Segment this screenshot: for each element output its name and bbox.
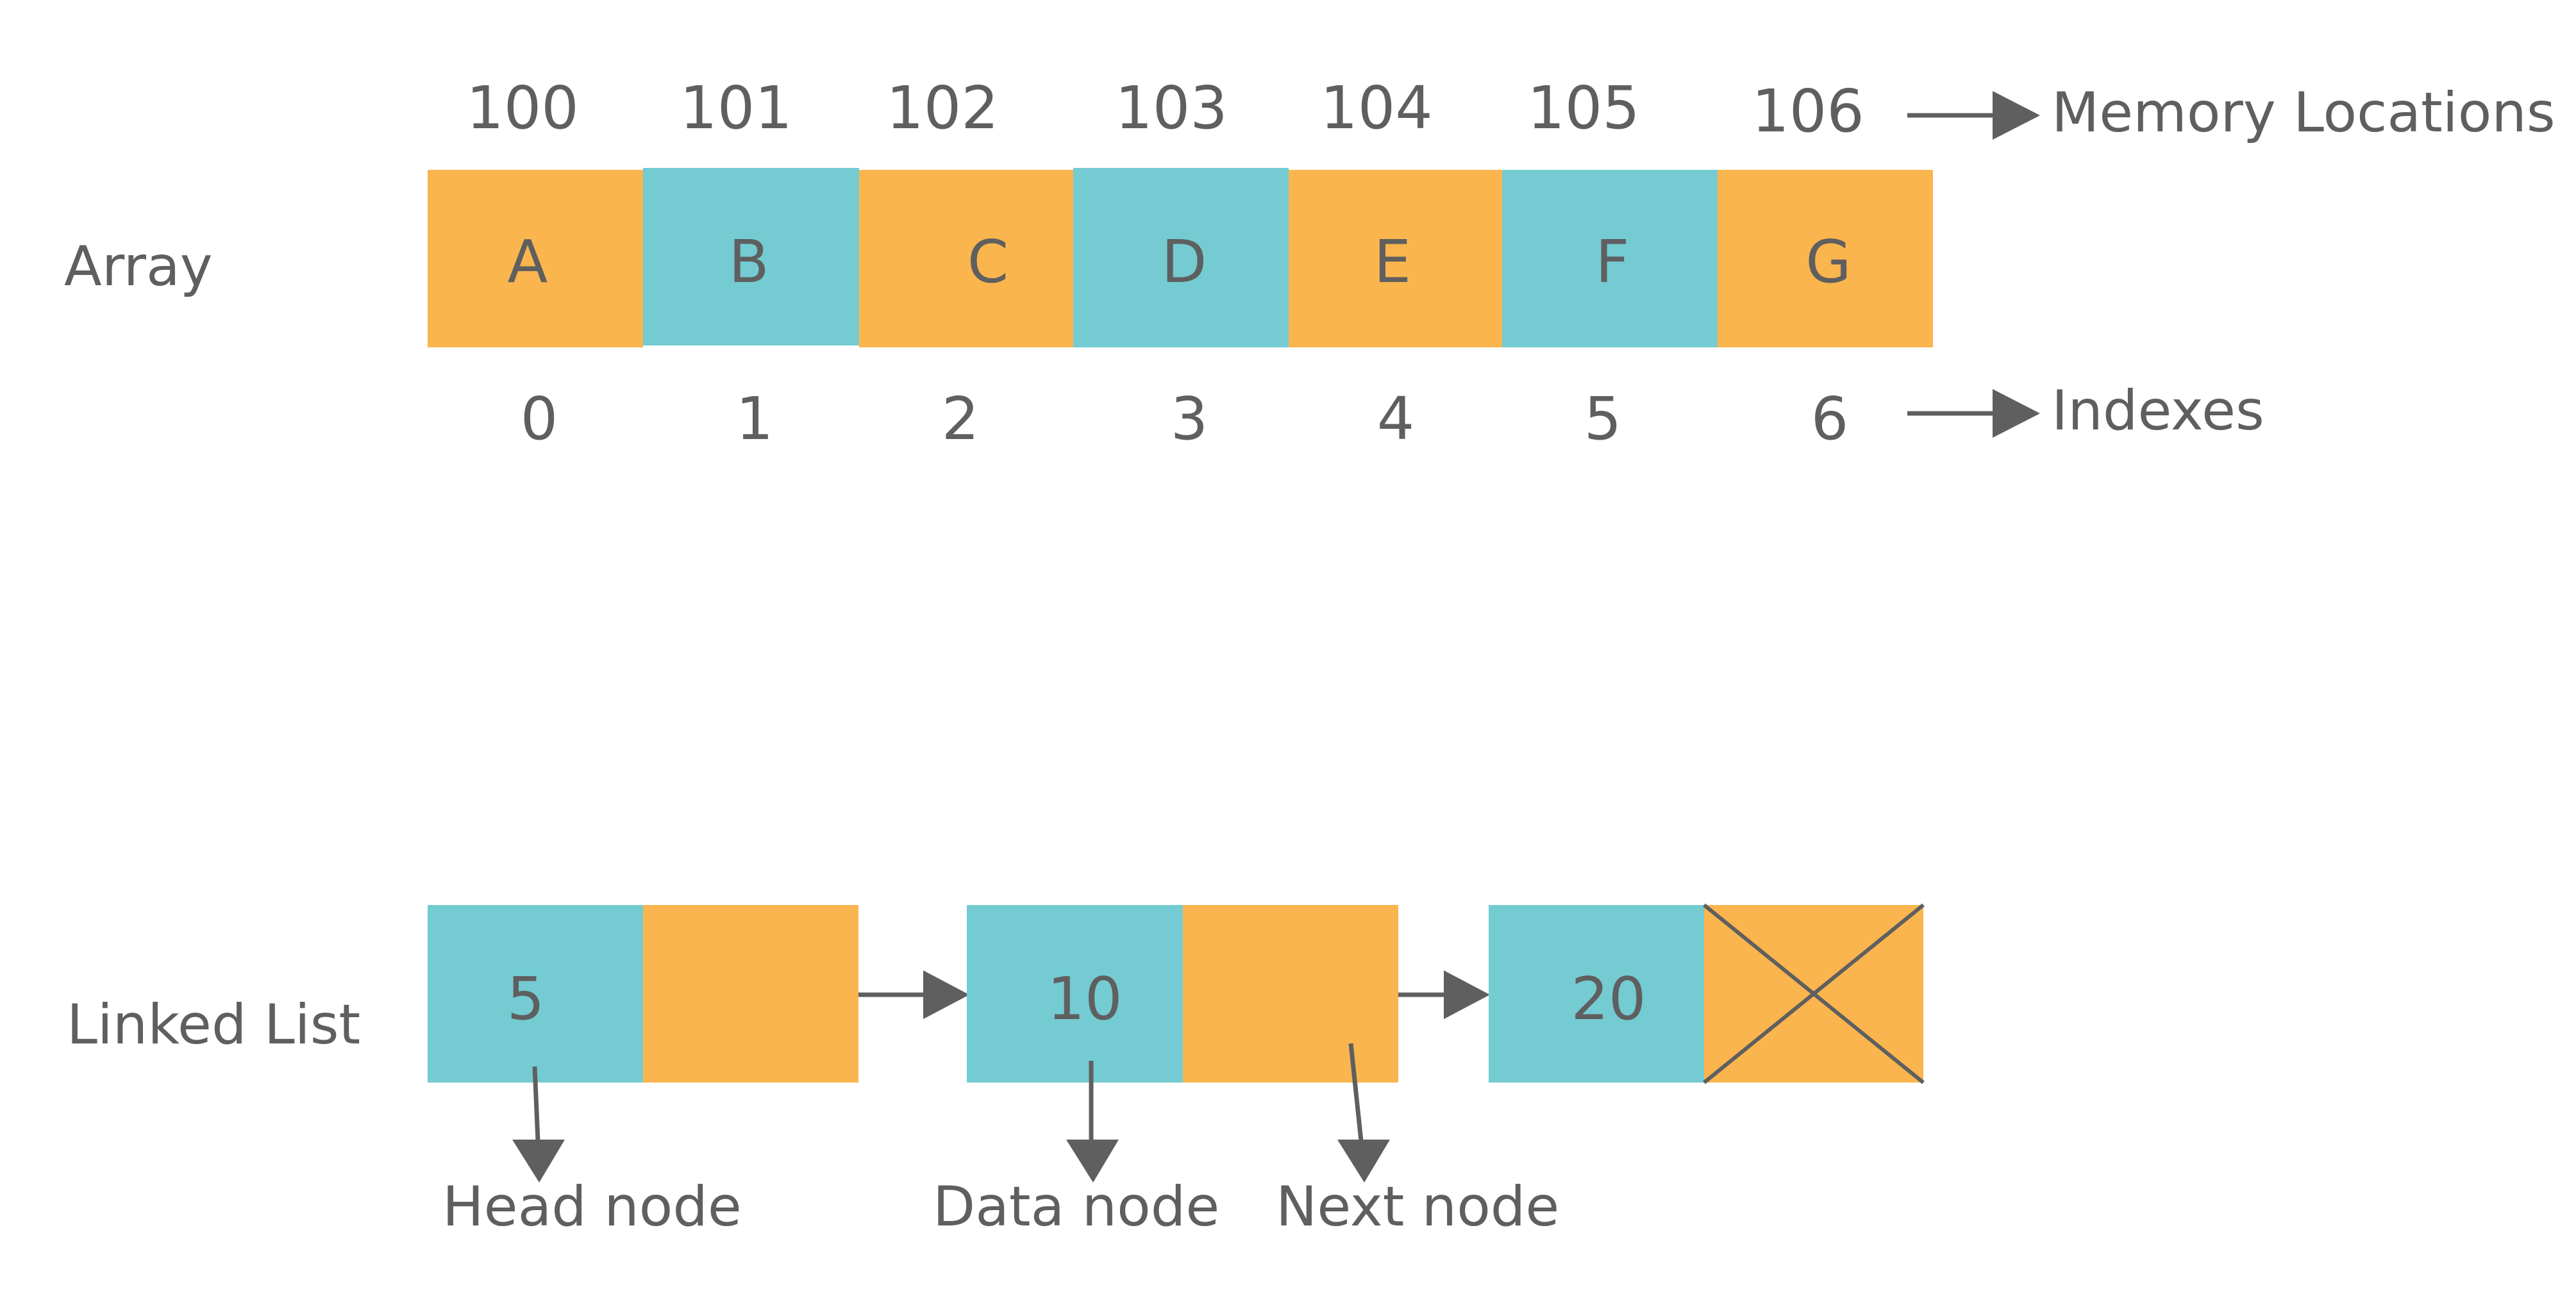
array-element: E	[1374, 228, 1411, 296]
array-element: C	[967, 228, 1008, 296]
node-data-part	[1489, 905, 1704, 1083]
memory-location: 106	[1752, 77, 1864, 145]
linked-list-label: Linked List	[67, 993, 360, 1057]
next-node-arrow	[1337, 1043, 1390, 1183]
memory-locations-arrow	[1907, 91, 2040, 140]
memory-location: 101	[680, 74, 792, 142]
memory-location: 104	[1320, 74, 1433, 142]
node-value: 20	[1571, 965, 1646, 1033]
node-pointer-part	[643, 905, 858, 1083]
array-element: A	[508, 228, 548, 296]
array-index: 4	[1377, 385, 1415, 453]
array-element: D	[1162, 228, 1207, 296]
next-node-label: Next node	[1276, 1175, 1559, 1239]
node-data-part	[428, 905, 643, 1083]
list-node: 10	[967, 905, 1398, 1083]
list-node: 5	[428, 905, 858, 1083]
next-pointer-arrow	[858, 970, 969, 1019]
indexes-arrow	[1907, 389, 2040, 438]
array-element: F	[1596, 228, 1630, 296]
array-cell	[1718, 170, 1933, 347]
array-cell	[1502, 170, 1718, 347]
array-index: 1	[736, 385, 774, 453]
memory-location: 103	[1115, 74, 1228, 142]
array-index: 6	[1811, 385, 1849, 453]
next-pointer-arrow	[1398, 970, 1490, 1019]
memory-location: 102	[886, 74, 999, 142]
node-pointer-part	[1183, 905, 1398, 1083]
node-value: 5	[507, 965, 545, 1033]
array-cell	[1073, 168, 1289, 347]
memory-location: 105	[1527, 74, 1640, 142]
array-cell	[643, 168, 859, 345]
node-value: 10	[1047, 965, 1122, 1033]
memory-location: 100	[466, 74, 579, 142]
indexes-label: Indexes	[2052, 379, 2264, 443]
data-node-label: Data node	[933, 1175, 1219, 1239]
array-label: Array	[64, 235, 213, 299]
array-index: 5	[1584, 385, 1622, 453]
head-node-arrow	[512, 1066, 565, 1183]
memory-locations-row: 100 101 102 103 104 105 106	[466, 74, 1864, 145]
node-data-part	[967, 905, 1183, 1083]
array-index: 2	[942, 385, 980, 453]
null-pointer-cross-icon	[1703, 903, 1925, 1084]
indexes-row: 0 1 2 3 4 5 6	[521, 385, 1849, 453]
array-element: B	[728, 228, 769, 296]
array-index: 3	[1171, 385, 1209, 453]
memory-locations-label: Memory Locations	[2052, 81, 2555, 145]
head-node-label: Head node	[442, 1175, 742, 1239]
array-cell	[1289, 170, 1502, 347]
data-node-arrow	[1066, 1061, 1119, 1183]
array-cell	[859, 170, 1073, 347]
array-cells: A B C D E F G	[428, 168, 1933, 347]
array-cell	[428, 170, 643, 347]
array-index: 0	[521, 385, 558, 453]
array-element: G	[1805, 228, 1851, 296]
list-node: 20	[1489, 903, 1925, 1084]
